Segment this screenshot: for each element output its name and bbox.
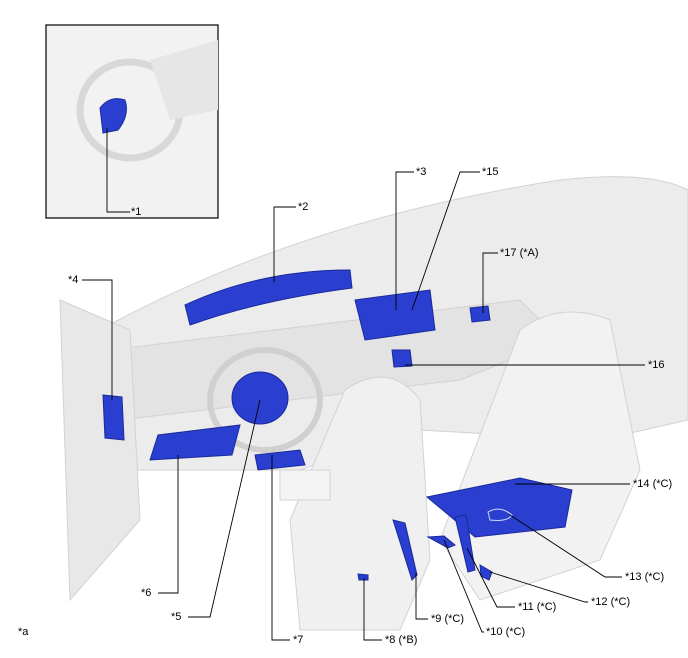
callout-15: *15 bbox=[482, 166, 499, 178]
part-17-knee-sensor bbox=[469, 305, 491, 323]
part-8-part bbox=[357, 573, 369, 581]
part-16-ecu bbox=[391, 349, 413, 368]
part-7-part bbox=[254, 449, 306, 471]
callout-5: *5 bbox=[171, 611, 182, 623]
callout-7: *7 bbox=[293, 634, 304, 646]
part-11-part bbox=[454, 514, 476, 573]
callout-9: *9 (*C) bbox=[431, 613, 465, 625]
callout-10: *10 (*C) bbox=[486, 626, 526, 638]
leader-lines bbox=[82, 128, 645, 641]
callout-17: *17 (*A) bbox=[500, 247, 539, 259]
part-5-driver-airbag bbox=[231, 371, 289, 425]
part-1-spiral-cable bbox=[99, 98, 127, 134]
callout-11: *11 (*C) bbox=[518, 601, 557, 613]
callout-13: *13 (*C) bbox=[625, 571, 665, 583]
callout-14: *14 (*C) bbox=[633, 478, 673, 490]
callout-6: *6 bbox=[141, 587, 152, 599]
part-10-part bbox=[426, 535, 456, 549]
callout-a: *a bbox=[18, 626, 29, 638]
airbag-parts bbox=[99, 98, 573, 581]
inset-steering-wheel bbox=[76, 40, 218, 162]
callout-1: *1 bbox=[131, 206, 142, 218]
part-12-part bbox=[479, 564, 493, 581]
callout-12: *12 (*C) bbox=[591, 596, 631, 608]
callout-3: *3 bbox=[416, 166, 427, 178]
vehicle-interior bbox=[59, 176, 688, 631]
callout-2: *2 bbox=[298, 201, 309, 213]
callout-16: *16 bbox=[648, 359, 665, 371]
callout-8: *8 (*B) bbox=[385, 634, 418, 646]
part-2-curtain-airbag bbox=[184, 269, 353, 326]
part-4-side-sensor bbox=[102, 394, 125, 441]
part-9-part bbox=[392, 519, 418, 581]
part-6-knee-airbag bbox=[149, 424, 241, 461]
callout-4: *4 bbox=[68, 274, 79, 286]
